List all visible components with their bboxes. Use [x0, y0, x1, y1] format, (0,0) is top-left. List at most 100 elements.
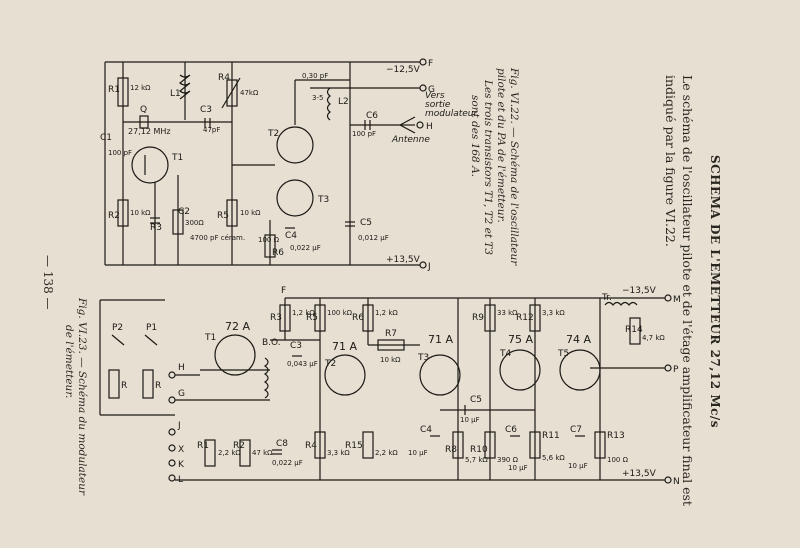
fig22-r3-label: R3 [150, 223, 162, 233]
fig22-t1 [131, 146, 169, 184]
fig23-r2-label: R2 [233, 441, 245, 451]
fig23-r12-label: R12 [516, 313, 534, 323]
fig23-r-switch-1-label: R [121, 381, 127, 391]
fig23-r11-label: R11 [542, 431, 560, 441]
fig23-r1-label: R1 [197, 441, 209, 451]
fig23-r14-label: R14 [625, 325, 643, 335]
fig22-c5-value: 0,012 µF [358, 234, 389, 242]
fig23-p1-label: P1 [146, 323, 157, 333]
fig22-q-label: Q [140, 105, 147, 115]
fig23-terminal-n: N [673, 477, 680, 487]
fig23-t5-type: 74 A [566, 333, 591, 346]
fig23-r15 [362, 431, 374, 459]
fig23-c8-value: 0,022 µF [272, 459, 303, 467]
fig22-r4 [226, 79, 238, 107]
fig23-c7-value: 10 µF [568, 462, 588, 470]
fig23-t3-type: 71 A [428, 333, 453, 346]
fig23-switch-p1 [144, 334, 158, 346]
fig23-c6-label: C6 [505, 425, 517, 435]
fig23-r2 [239, 439, 251, 467]
fig23-terminal-m: M [673, 295, 681, 305]
fig23-terminal-p: P [673, 365, 679, 375]
fig23-r8 [452, 431, 464, 459]
fig22-r6 [264, 234, 276, 258]
fig23-r4 [314, 431, 326, 459]
fig22-c6-value: 100 pF [352, 130, 376, 138]
fig22-t3-label: T3 [317, 195, 329, 205]
fig22-supply-pos-label: +13,5V [386, 255, 421, 265]
fig22-c2-value: 4700 pF céram. [190, 234, 245, 242]
fig22-l2-label: L2 [338, 97, 349, 107]
fig22-components [117, 74, 371, 258]
fig22-t1-label: T1 [171, 153, 183, 163]
fig23-r13-label: R13 [607, 431, 625, 441]
fig22-c1-label: C1 [100, 133, 112, 143]
fig22-c3-label: C3 [200, 105, 212, 115]
fig22-vers-line-3: modulateur [425, 109, 478, 119]
fig23-tr-transformer [604, 301, 638, 306]
fig23-r7-label: R7 [385, 329, 397, 339]
fig22-c2-label: C2 [178, 207, 190, 217]
fig23-wiring [99, 294, 672, 484]
fig23-c6-value: 10 µF [508, 464, 528, 472]
fig22-r2 [117, 199, 129, 227]
fig22-q-freq: 27,12 MHz [128, 127, 171, 136]
fig22-terminal-h: H [426, 122, 433, 132]
fig22-c3-value: 47pF [203, 126, 220, 134]
fig22-c4-label: C4 [285, 231, 297, 241]
fig23-terminal-l: L [178, 475, 183, 485]
fig23-r3-value: 1,2 kΩ [292, 309, 315, 317]
fig23-r4-label: R4 [305, 441, 317, 451]
fig23-r14-value: 4,7 kΩ [642, 334, 665, 342]
fig23-r6 [362, 304, 374, 332]
fig23-tr-label: Tr. [601, 293, 612, 303]
fig22-r1-value: 12 kΩ [130, 84, 151, 92]
fig23-t1-type: 72 A [225, 320, 250, 333]
fig22-vers-line-1: Vers [425, 91, 445, 101]
fig23-r1-value: 2,2 kΩ [218, 449, 241, 457]
fig23-r8-label: R8 [445, 445, 457, 455]
fig23-supply-pos-label: +13,5V [622, 469, 657, 479]
fig22-r5-label: R5 [217, 211, 229, 221]
fig23-bo-label: B.O. [262, 338, 281, 348]
fig22-supply-neg-label: −12,5V [386, 65, 421, 75]
fig23-r15-label: R15 [345, 441, 363, 451]
fig22-vers-line-2: sortie [425, 100, 451, 110]
fig22-c6-label: C6 [366, 111, 378, 121]
fig23-components [108, 301, 641, 467]
fig23-bo-transformer [263, 357, 269, 399]
fig23-switch-p2 [111, 334, 125, 346]
fig23-r12-value: 3,3 kΩ [542, 309, 565, 317]
fig22-r5 [226, 199, 238, 227]
fig23-t3 [419, 354, 461, 396]
fig23-r5 [314, 304, 326, 332]
fig23-t4-label: T4 [499, 349, 511, 359]
fig22-c1-value: 100 pF [108, 149, 132, 157]
fig23-r9-label: R9 [472, 313, 484, 323]
fig23-r2-value: 47 kΩ [252, 449, 273, 457]
fig22-r4-value: 47kΩ [240, 89, 259, 97]
fig23-t4 [499, 349, 541, 391]
fig22-terminal-g: G [428, 85, 435, 95]
fig23-r3 [279, 304, 291, 332]
fig23-r10-label: R10 [470, 445, 488, 455]
fig22-crystal [139, 115, 149, 129]
fig22-t2-label: T2 [267, 129, 279, 139]
fig23-r-switch-2 [142, 369, 154, 399]
fig23-r7-value: 10 kΩ [380, 356, 401, 364]
fig23-t2-type: 71 A [332, 340, 357, 353]
fig23-t2-label: T2 [324, 359, 336, 369]
fig23-supply-neg-label: −13,5V [622, 286, 657, 296]
fig23-r10-value: 390 Ω [497, 456, 519, 464]
fig23-r8-value: 5,7 kΩ [465, 456, 488, 464]
fig22-l1-coil [179, 74, 191, 100]
fig22-r6-label: R6 [272, 248, 284, 258]
fig23-terminal-j: J [177, 421, 181, 431]
fig23-r7 [377, 339, 405, 351]
fig22-l2-coil [326, 87, 331, 121]
fig23-c3-label: C3 [290, 341, 302, 351]
fig23-t3-label: T3 [417, 353, 429, 363]
